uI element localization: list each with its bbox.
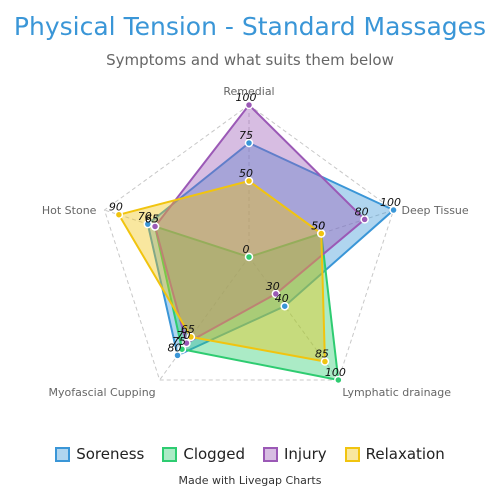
- data-point: [244, 100, 254, 110]
- series-area: [153, 224, 340, 382]
- data-label: 100: [236, 91, 257, 104]
- legend-item[interactable]: Clogged: [162, 445, 245, 463]
- legend-label: Soreness: [76, 445, 145, 463]
- grid-spoke: [248, 209, 394, 258]
- page-subtitle: Symptoms and what suits them below: [106, 51, 394, 69]
- data-point: [360, 215, 369, 224]
- legend-label: Clogged: [183, 445, 245, 463]
- data-label: 0: [243, 243, 250, 256]
- data-label: 65: [181, 323, 195, 336]
- data-label: 30: [266, 280, 280, 293]
- data-point: [244, 138, 254, 148]
- data-point: [271, 289, 281, 299]
- legend-swatch: [55, 446, 71, 462]
- data-point: [150, 222, 160, 231]
- legend-item[interactable]: Injury: [262, 445, 327, 463]
- data-label: 70: [176, 329, 190, 342]
- data-label: 100: [325, 366, 346, 379]
- grid-spoke: [159, 256, 250, 381]
- data-label: 50: [311, 220, 325, 233]
- page-title: Physical Tension - Standard Massages: [13, 12, 487, 41]
- credit-text: Made with Livegap Charts: [178, 474, 322, 487]
- data-label: 80: [355, 205, 369, 218]
- data-label: 50: [239, 167, 253, 180]
- data-label: 90: [109, 201, 123, 214]
- data-point: [143, 219, 153, 229]
- category-label: Myofascial Cupping: [49, 386, 156, 399]
- legend-label: Relaxation: [365, 445, 445, 463]
- legend-item[interactable]: Soreness: [55, 445, 144, 463]
- data-label: 40: [275, 292, 289, 305]
- legend-swatch: [344, 446, 360, 462]
- data-point: [320, 357, 330, 366]
- category-label: Hot Stone: [42, 204, 97, 217]
- data-point: [280, 301, 289, 311]
- data-point: [182, 338, 191, 348]
- series-area: [153, 103, 367, 345]
- data-point: [244, 176, 254, 186]
- data-label: 80: [168, 341, 182, 354]
- data-label: 70: [138, 210, 152, 223]
- data-point: [177, 344, 187, 354]
- category-label: Lymphatic drainage: [342, 386, 451, 399]
- data-label: 100: [380, 196, 401, 209]
- category-label: Deep Tissue: [402, 204, 469, 217]
- data-point: [186, 332, 196, 342]
- grid-ring: [103, 104, 395, 381]
- data-point: [173, 351, 182, 360]
- data-point: [317, 229, 326, 238]
- series-area: [117, 179, 326, 363]
- data-point: [244, 252, 254, 262]
- legend: Soreness Clogged Injury Relaxation: [0, 445, 500, 463]
- data-label: 50: [311, 220, 325, 233]
- data-point: [389, 205, 398, 215]
- data-label: 75: [172, 335, 186, 348]
- data-label: 65: [145, 212, 159, 225]
- legend-swatch: [262, 446, 278, 462]
- data-point: [334, 375, 343, 385]
- grid-spoke: [104, 209, 250, 258]
- legend-item[interactable]: Relaxation: [344, 445, 445, 463]
- data-label: 75: [239, 129, 253, 142]
- data-label: 85: [315, 348, 329, 361]
- legend-label: Injury: [283, 445, 327, 463]
- data-label: 65: [145, 212, 159, 225]
- data-point: [114, 210, 124, 219]
- legend-swatch: [162, 446, 178, 462]
- category-label: Remedial: [223, 85, 274, 98]
